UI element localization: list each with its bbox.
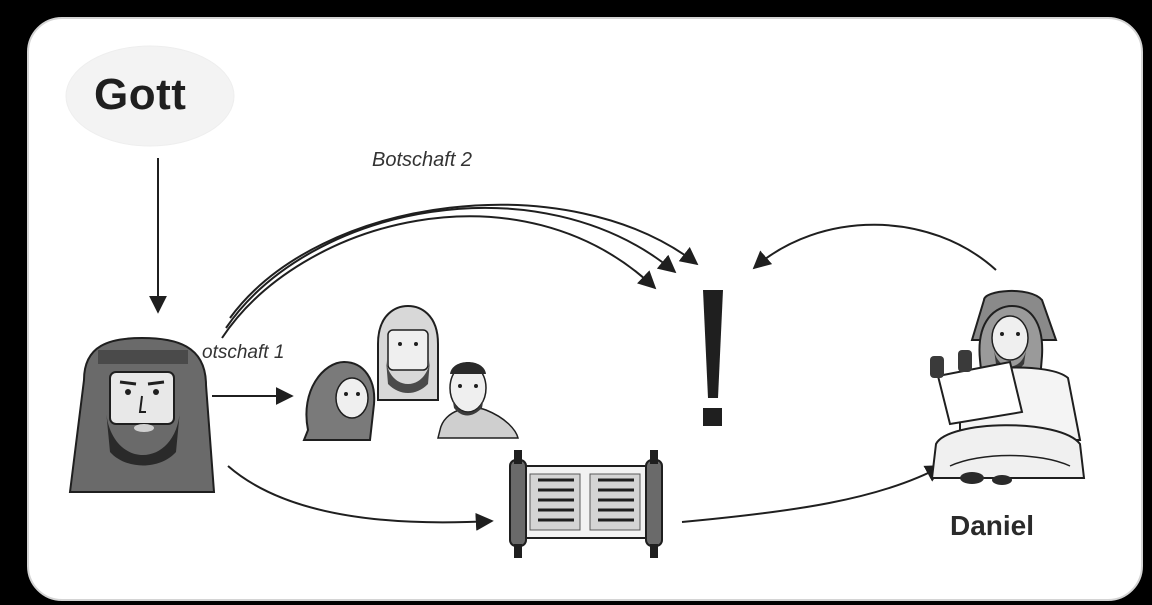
bearded-prophet-icon — [68, 336, 216, 493]
edge-prophet-scroll — [227, 465, 494, 531]
torah-scroll-icon — [509, 450, 663, 558]
diagram-frame — [27, 17, 1143, 601]
reading-man-icon — [930, 289, 1086, 485]
exclamation-icon — [703, 290, 723, 426]
edge-daniel-exclamation — [752, 223, 997, 271]
edge-scroll-daniel — [681, 465, 944, 523]
message-2-label: Botschaft 2 — [372, 149, 473, 171]
god-label: Gott — [94, 70, 187, 119]
message-1-label: otschaft 1 — [202, 342, 285, 363]
edge-prophet-exclamation — [221, 203, 699, 339]
daniel-label: Daniel — [950, 510, 1035, 541]
people-group-icon — [302, 304, 519, 441]
god-bubble — [65, 45, 235, 147]
